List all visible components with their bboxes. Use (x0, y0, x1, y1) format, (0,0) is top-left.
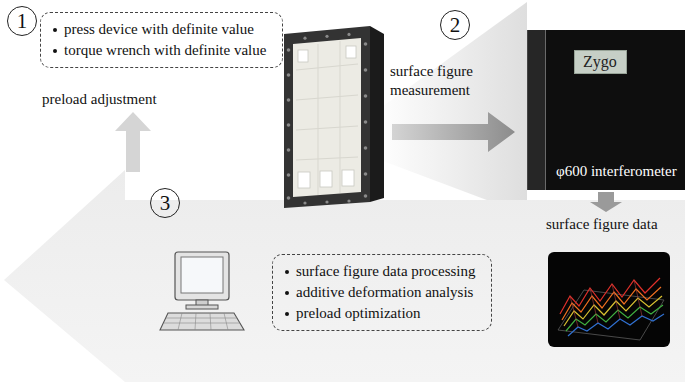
bullet-dot (53, 28, 57, 32)
instrument-label: φ600 interferometer (556, 163, 677, 180)
light-cone (375, 2, 527, 215)
brand-plate: Zygo (574, 50, 627, 74)
bullet-dot (285, 270, 289, 274)
bullet-item: torque wrench with definite value (53, 40, 268, 61)
brand-name: Zygo (583, 53, 617, 70)
note-box: press device with definite valuetorque w… (40, 12, 283, 68)
measurement-arrow (392, 112, 515, 152)
bullet-item: preload optimization (285, 303, 477, 324)
bullet-dot (285, 312, 289, 316)
step-number-circle: 3 (150, 188, 180, 218)
step-number: 3 (160, 193, 171, 214)
mirror-frame (284, 26, 384, 208)
down-arrow (590, 192, 622, 212)
note-box: surface figure data processingadditive d… (272, 254, 492, 331)
bullet-item: surface figure data processing (285, 261, 477, 282)
interferometer-body: φ600 interferometer Zygo (527, 30, 685, 190)
bullet-dot (285, 291, 289, 295)
bullet-dot (53, 49, 57, 53)
bullet-text: press device with definite value (64, 19, 254, 40)
annotation-label: preload adjustment (42, 90, 157, 109)
up-arrow (115, 112, 151, 172)
bullet-text: surface figure data processing (296, 261, 476, 282)
surface-plot (548, 252, 670, 347)
step-number: 1 (17, 11, 28, 32)
step-number-circle: 2 (440, 10, 470, 40)
annotation-label: surface figure data (546, 215, 658, 234)
bullet-text: preload optimization (296, 303, 421, 324)
bullet-text: torque wrench with definite value (64, 40, 266, 61)
bullet-text: additive deformation analysis (296, 282, 473, 303)
bullet-item: press device with definite value (53, 19, 268, 40)
step-number: 2 (450, 15, 461, 36)
bullet-item: additive deformation analysis (285, 282, 477, 303)
annotation-label: surface figure measurement (390, 62, 485, 100)
step-number-circle: 1 (7, 6, 37, 36)
computer-icon (160, 252, 244, 330)
